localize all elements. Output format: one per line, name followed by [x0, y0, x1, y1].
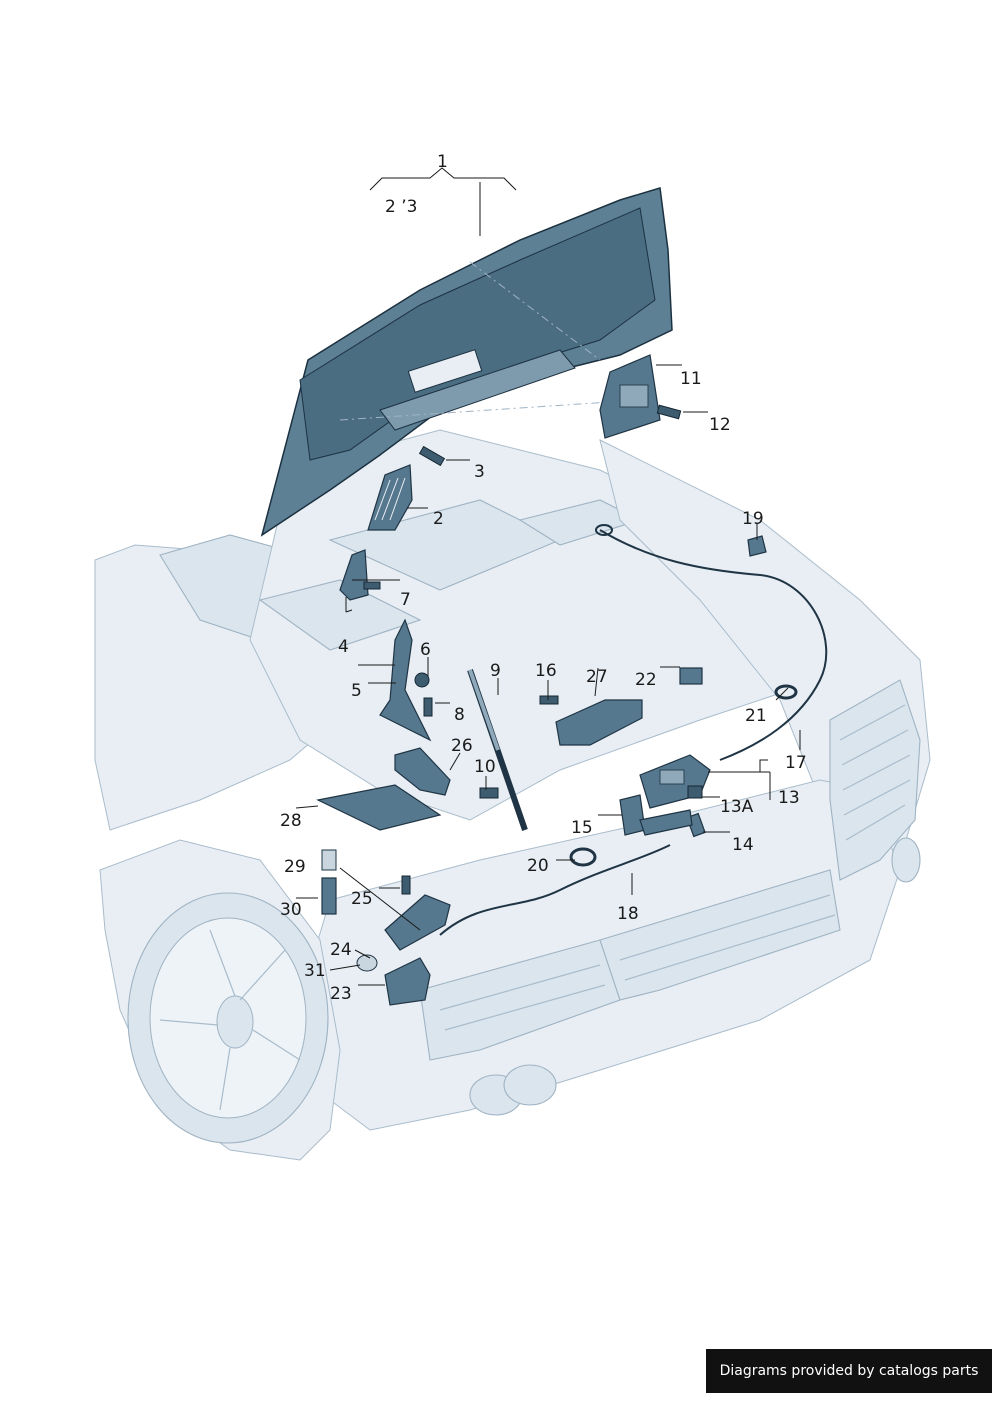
- car-body: [94, 429, 931, 1161]
- callout-31: 31: [304, 961, 326, 981]
- footer-credit-text: Diagrams provided by catalogs parts: [719, 1363, 979, 1379]
- callout-3: 3: [474, 462, 485, 482]
- bolt-7: [363, 581, 381, 590]
- callout-15: 15: [571, 818, 593, 838]
- callout-13: 13: [778, 788, 800, 808]
- bowden-cable-17: [595, 524, 828, 761]
- callout-25: 25: [351, 889, 373, 909]
- bolt-25: [401, 875, 411, 895]
- callout-6: 6: [420, 640, 431, 660]
- callout-14: 14: [732, 835, 754, 855]
- callout-2-3: 2 ’3: [385, 197, 417, 217]
- grille-insert-2: [367, 464, 413, 531]
- callout-23: 23: [330, 984, 352, 1004]
- callout-labels: 1 2 ’3 3 2 7 4 6 5 8 9 26 10 28 16 27 22…: [280, 152, 807, 1004]
- callout-20: 20: [527, 856, 549, 876]
- callout-27: 27: [586, 667, 608, 687]
- callout-2: 2: [433, 509, 444, 529]
- callout-9: 9: [490, 661, 501, 681]
- callout-16: 16: [535, 661, 557, 681]
- bush-29: [321, 849, 337, 871]
- bracket-27: [555, 699, 643, 746]
- hinge-bracket-11: [599, 354, 661, 439]
- leader-lines: [295, 167, 801, 986]
- callout-29: 29: [284, 857, 306, 877]
- callout-12: 12: [709, 415, 731, 435]
- bolt-16: [539, 695, 559, 705]
- clip-22: [679, 667, 703, 685]
- lock-13: [639, 754, 711, 809]
- callout-26: 26: [451, 736, 473, 756]
- gas-strut-9: [467, 669, 528, 831]
- bolt-3: [418, 445, 446, 467]
- callout-7: 7: [400, 590, 411, 610]
- footer-credit: Diagrams provided by catalogs parts: [706, 1349, 992, 1393]
- hinge-arm-5: [379, 618, 432, 742]
- bowden-cable-18: [439, 844, 671, 936]
- callout-18: 18: [617, 904, 639, 924]
- switch-13a: [687, 785, 703, 799]
- callout-13a: 13A: [720, 797, 754, 817]
- callout-24: 24: [330, 940, 352, 960]
- callout-4: 4: [338, 637, 349, 657]
- nut-6: [414, 672, 430, 688]
- cover-28: [316, 784, 442, 831]
- callout-30: 30: [280, 900, 302, 920]
- callout-28: 28: [280, 811, 302, 831]
- clamp-21: [774, 684, 798, 700]
- bracket-15: [619, 794, 693, 836]
- clamp-20: [569, 847, 597, 867]
- callout-11: 11: [680, 369, 702, 389]
- callout-19: 19: [742, 509, 764, 529]
- callout-5: 5: [351, 681, 362, 701]
- release-handle-23: [384, 957, 431, 1006]
- hinge-4: [339, 549, 369, 601]
- engine-lid: [260, 187, 673, 537]
- ball-stud-10: [479, 787, 499, 799]
- bracket-25: [384, 894, 451, 951]
- callout-17: 17: [785, 753, 807, 773]
- buffer-30: [321, 877, 337, 915]
- callout-8: 8: [454, 705, 465, 725]
- bolt-12: [656, 404, 682, 420]
- callout-1: 1: [437, 152, 448, 172]
- bolt-8: [423, 697, 433, 717]
- bracket-26: [394, 747, 451, 796]
- grommet-24: [356, 954, 378, 972]
- callout-10: 10: [474, 757, 496, 777]
- callout-21: 21: [745, 706, 767, 726]
- callout-22: 22: [635, 670, 657, 690]
